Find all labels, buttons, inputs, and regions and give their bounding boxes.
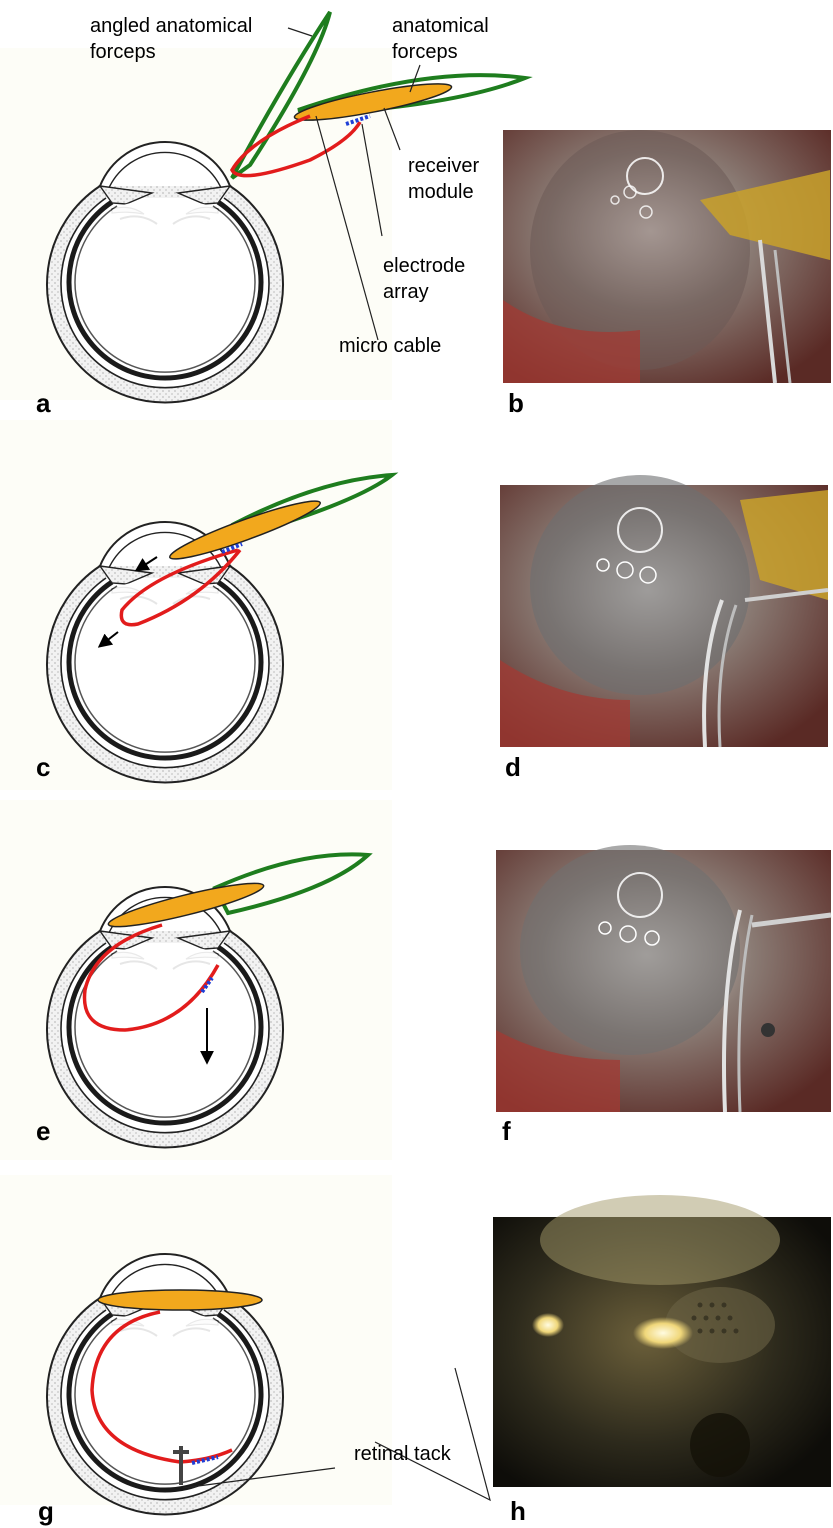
panel-h: h: [493, 1195, 831, 1526]
panel-letter-a: a: [36, 388, 51, 418]
panel-letter-d: d: [505, 752, 521, 782]
receiver-module-g: [98, 1290, 262, 1310]
panel-letter-b: b: [508, 388, 524, 418]
label-angled-forceps-line1: angled anatomical: [90, 15, 252, 37]
panel-letter-h: h: [510, 1496, 526, 1526]
label-micro-cable: micro cable: [339, 335, 441, 357]
label-angled-forceps-line2: forceps: [90, 41, 156, 63]
label-receiver-line2: module: [408, 181, 474, 203]
label-forceps-line2: forceps: [392, 41, 458, 63]
panel-letter-c: c: [36, 752, 50, 782]
label-receiver-line1: receiver: [408, 155, 479, 177]
panel-d: d: [500, 475, 828, 782]
label-retinal-tack: retinal tack: [354, 1443, 452, 1465]
label-electrode-line1: electrode: [383, 255, 465, 277]
panel-letter-f: f: [502, 1116, 511, 1146]
panel-f: f: [496, 845, 831, 1146]
label-forceps-line1: anatomical: [392, 15, 489, 37]
panel-b: b: [503, 130, 831, 418]
panel-letter-g: g: [38, 1496, 54, 1526]
panel-letter-e: e: [36, 1116, 50, 1146]
label-electrode-line2: array: [383, 281, 429, 303]
